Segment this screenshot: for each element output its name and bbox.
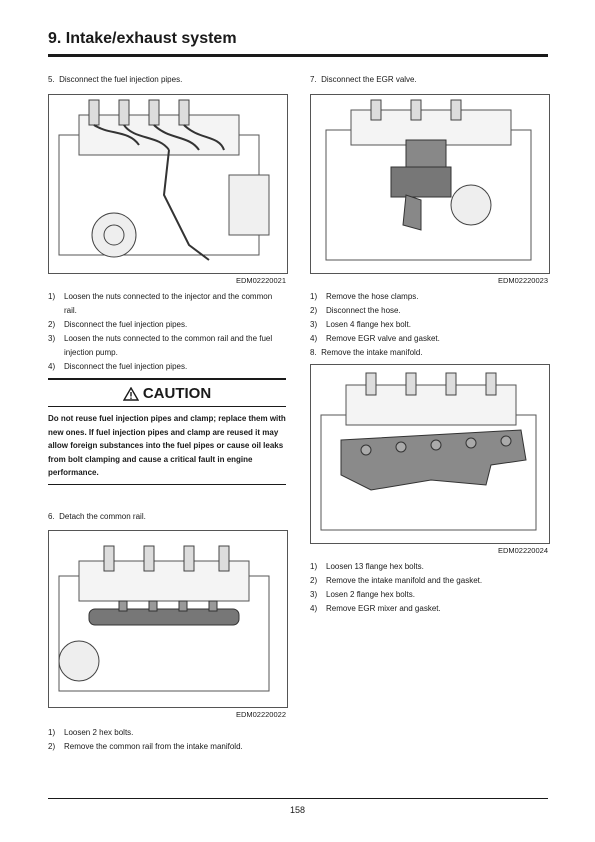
figure-code-2: EDM02220022 <box>235 710 286 719</box>
substeps-list-3: 1)Remove the hose clamps. 2)Disconnect t… <box>310 290 548 346</box>
figure-code-4: EDM02220024 <box>497 546 548 555</box>
caution-box: CAUTION Do not reuse fuel injection pipe… <box>48 378 286 485</box>
list-item: 1)Loosen 13 flange hex bolts. <box>310 562 424 571</box>
engine-illustration-1 <box>58 99 270 261</box>
page-number: 158 <box>289 805 306 815</box>
caution-text: Do not reuse fuel injection pipes and cl… <box>48 414 286 477</box>
figure-fuel-injection-pipes <box>48 94 288 274</box>
engine-illustration-3 <box>325 99 532 261</box>
list-item: 1)Loosen 2 hex bolts. <box>48 728 134 737</box>
substeps-list-4: 1)Loosen 13 flange hex bolts. 2)Remove t… <box>310 560 548 616</box>
warning-triangle-icon <box>122 386 139 401</box>
step-8-text: 8. Remove the intake manifold. <box>310 348 423 357</box>
step-5-text: 5. Disconnect the fuel injection pipes. <box>48 75 183 84</box>
step-7-text: 7. Disconnect the EGR valve. <box>310 75 417 84</box>
list-item: 4)Remove EGR valve and gasket. <box>310 334 440 343</box>
list-item: 2)Disconnect the fuel injection pipes. <box>48 320 188 329</box>
list-item: 2)Remove the common rail from the intake… <box>48 742 243 751</box>
engine-illustration-4 <box>320 372 537 531</box>
list-item: 1)Remove the hose clamps. <box>310 292 419 301</box>
list-item: 4)Remove EGR mixer and gasket. <box>310 604 441 613</box>
list-item: 4)Disconnect the fuel injection pipes. <box>48 362 188 371</box>
list-item: 3)Losen 2 flange hex bolts. <box>310 590 415 599</box>
list-item: 2)Disconnect the hose. <box>310 306 401 315</box>
footer-divider <box>48 798 548 799</box>
figure-code-3: EDM02220023 <box>497 276 548 285</box>
list-item: 3)Losen 4 flange hex bolt. <box>310 320 411 329</box>
figure-common-rail <box>48 530 288 708</box>
engine-illustration-2 <box>58 545 270 692</box>
figure-code-1: EDM02220021 <box>235 276 286 285</box>
list-item: 1)Loosen the nuts connected to the injec… <box>48 292 273 315</box>
list-item: 2)Remove the intake manifold and the gas… <box>310 576 483 585</box>
figure-intake-manifold <box>310 364 550 544</box>
figure-egr-valve <box>310 94 550 274</box>
step-6-text: 6. Detach the common rail. <box>48 512 146 521</box>
list-item: 3)Loosen the nuts connected to the commo… <box>48 334 273 357</box>
title-divider <box>48 54 548 57</box>
page-title: 9. Intake/exhaust system <box>48 30 237 47</box>
substeps-list-2: 1)Loosen 2 hex bolts. 2)Remove the commo… <box>48 726 286 754</box>
substeps-list-1: 1)Loosen the nuts connected to the injec… <box>48 290 286 374</box>
caution-heading: CAUTION <box>142 385 212 402</box>
